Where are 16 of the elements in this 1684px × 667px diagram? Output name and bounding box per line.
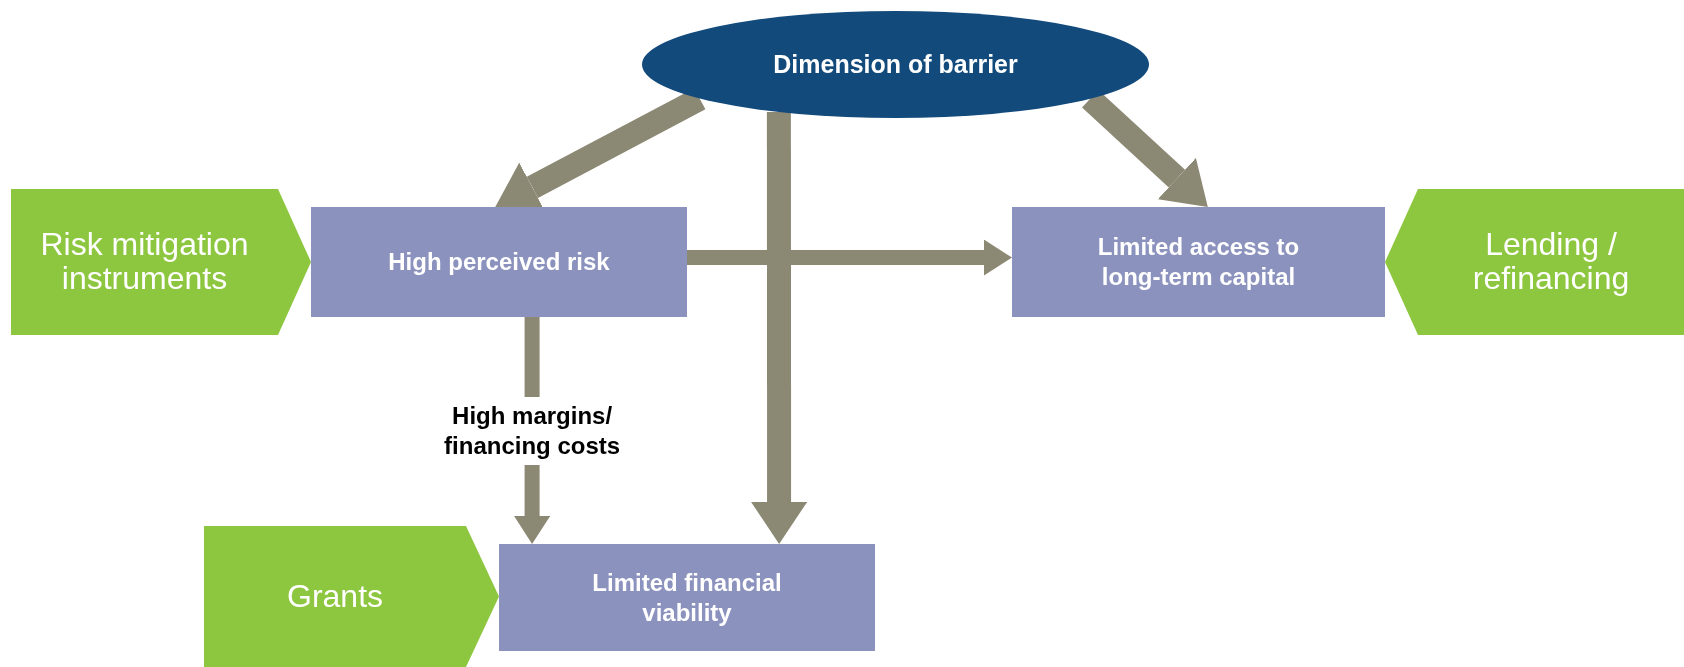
box-label: Risk mitigation instruments (39, 228, 250, 296)
arrow-shaped-box (204, 526, 499, 667)
box-label: Grants (287, 579, 383, 614)
arrow (687, 239, 1012, 276)
process-box (1012, 207, 1385, 317)
box-label: Limited financial viability (591, 567, 783, 628)
box-label: Lending / refinancing (1471, 228, 1631, 296)
process-box (499, 544, 875, 651)
box-label: Limited access to long-term capital (1096, 232, 1301, 292)
box-label: High perceived risk (388, 247, 610, 277)
arrow-shaped-box (11, 189, 311, 335)
ellipse-node (642, 11, 1149, 118)
process-box (311, 207, 687, 317)
box-label: Dimension of barrier (773, 48, 1018, 80)
arrow (751, 112, 808, 544)
arrow-shaped-box (1385, 189, 1684, 335)
